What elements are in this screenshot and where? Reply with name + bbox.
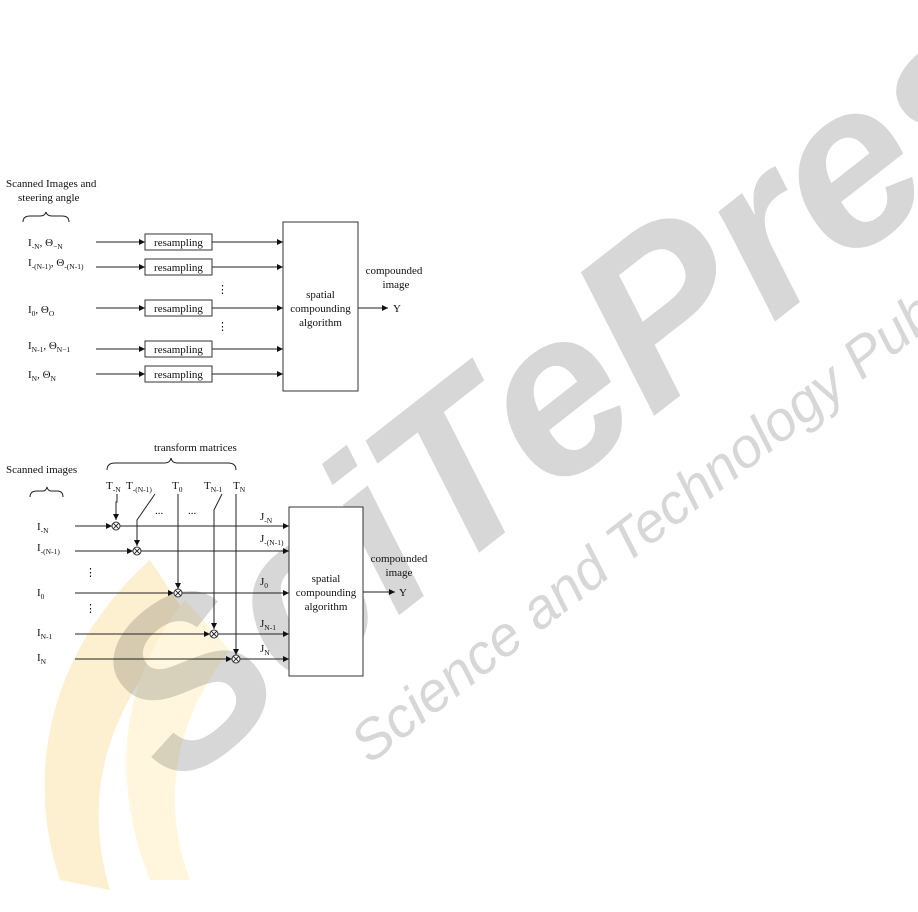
algorithm-label-line: compounding: [290, 303, 351, 315]
transform-label: T0: [172, 480, 183, 494]
resampling-box: resampling: [144, 233, 213, 251]
spatial-compounding-box: spatial compounding algorithm: [282, 221, 359, 392]
diagram-transform: transform matrices Scanned images T-N T-…: [6, 442, 428, 677]
resampling-label: resampling: [154, 237, 203, 249]
diagram1-row-label: I-(N-1), Θ-(N-1): [28, 257, 84, 271]
output-label-line: compounded: [366, 265, 423, 277]
algorithm-label-line: algorithm: [305, 601, 348, 613]
diagram1-brace: [22, 211, 70, 223]
resampling-label: resampling: [154, 369, 203, 381]
transform-line: [113, 494, 119, 520]
input-label: IN-1: [37, 627, 53, 641]
diagram1-row-label: IN, ΘN: [28, 369, 57, 383]
multiply-node-icon: [231, 654, 241, 664]
resampling-box: resampling: [144, 299, 213, 317]
horizontal-dots: ...: [188, 505, 197, 517]
diagram1-row-label: IN-1, ΘN−1: [28, 340, 70, 354]
scanned-brace: [29, 486, 64, 498]
resampling-label: resampling: [154, 262, 203, 274]
horizontal-dots: ...: [155, 505, 164, 517]
resampling-box: resampling: [144, 340, 213, 358]
transform-heading: transform matrices: [154, 442, 237, 454]
transform-line: [211, 493, 223, 629]
diagram1-heading-line1: Scanned Images and: [6, 178, 97, 190]
diagram1-row-label: I0, ΘO: [28, 304, 55, 318]
vertical-dots: ⋮: [85, 567, 96, 579]
output-symbol: Y: [393, 303, 401, 315]
vertical-dots: ⋮: [85, 603, 96, 615]
resampling-box: resampling: [144, 258, 213, 276]
diagram-resampling: Scanned Images and steering angle I-N, Θ…: [6, 178, 423, 392]
spatial-compounding-box: spatial compounding algorithm: [288, 506, 364, 677]
output-label-line: image: [386, 567, 413, 579]
transform-label: T-(N-1): [126, 480, 152, 494]
multiply-node-icon: [132, 546, 142, 556]
vertical-dots: ⋮: [217, 321, 228, 333]
output-label-line: image: [383, 279, 410, 291]
transform-label: TN: [233, 480, 246, 494]
input-label: I-(N-1): [37, 542, 60, 556]
algorithm-label-line: spatial: [306, 289, 335, 301]
input-label: IN: [37, 652, 47, 666]
multiply-node-icon: [209, 629, 219, 639]
transformed-label: JN-1: [260, 618, 276, 632]
transform-label: TN-1: [204, 480, 223, 494]
diagram2-heading: Scanned images: [6, 464, 77, 476]
input-label: I0: [37, 587, 45, 601]
diagram1-row-label: I-N, Θ−N: [28, 237, 63, 251]
transform-label: T-N: [106, 480, 121, 494]
transformed-label: J-N: [260, 511, 273, 525]
diagram1-heading-line2: steering angle: [18, 192, 80, 204]
resampling-label: resampling: [154, 344, 203, 356]
output-label-line: compounded: [371, 553, 428, 565]
transformed-label: J-(N-1): [260, 533, 284, 547]
algorithm-label-line: spatial: [312, 573, 341, 585]
resampling-label: resampling: [154, 303, 203, 315]
algorithm-label-line: compounding: [296, 587, 357, 599]
watermark-logo-icon: [44, 560, 230, 890]
vertical-dots: ⋮: [217, 284, 228, 296]
resampling-box: resampling: [144, 365, 213, 383]
transform-line: [134, 493, 156, 546]
multiply-node-icon: [173, 588, 183, 598]
transformed-label: JN: [260, 643, 270, 657]
transform-brace: [106, 457, 237, 471]
algorithm-label-line: algorithm: [299, 317, 342, 329]
output-symbol: Y: [399, 587, 407, 599]
multiply-node-icon: [111, 521, 121, 531]
transformed-label: J0: [260, 576, 268, 590]
input-label: I-N: [37, 521, 49, 535]
